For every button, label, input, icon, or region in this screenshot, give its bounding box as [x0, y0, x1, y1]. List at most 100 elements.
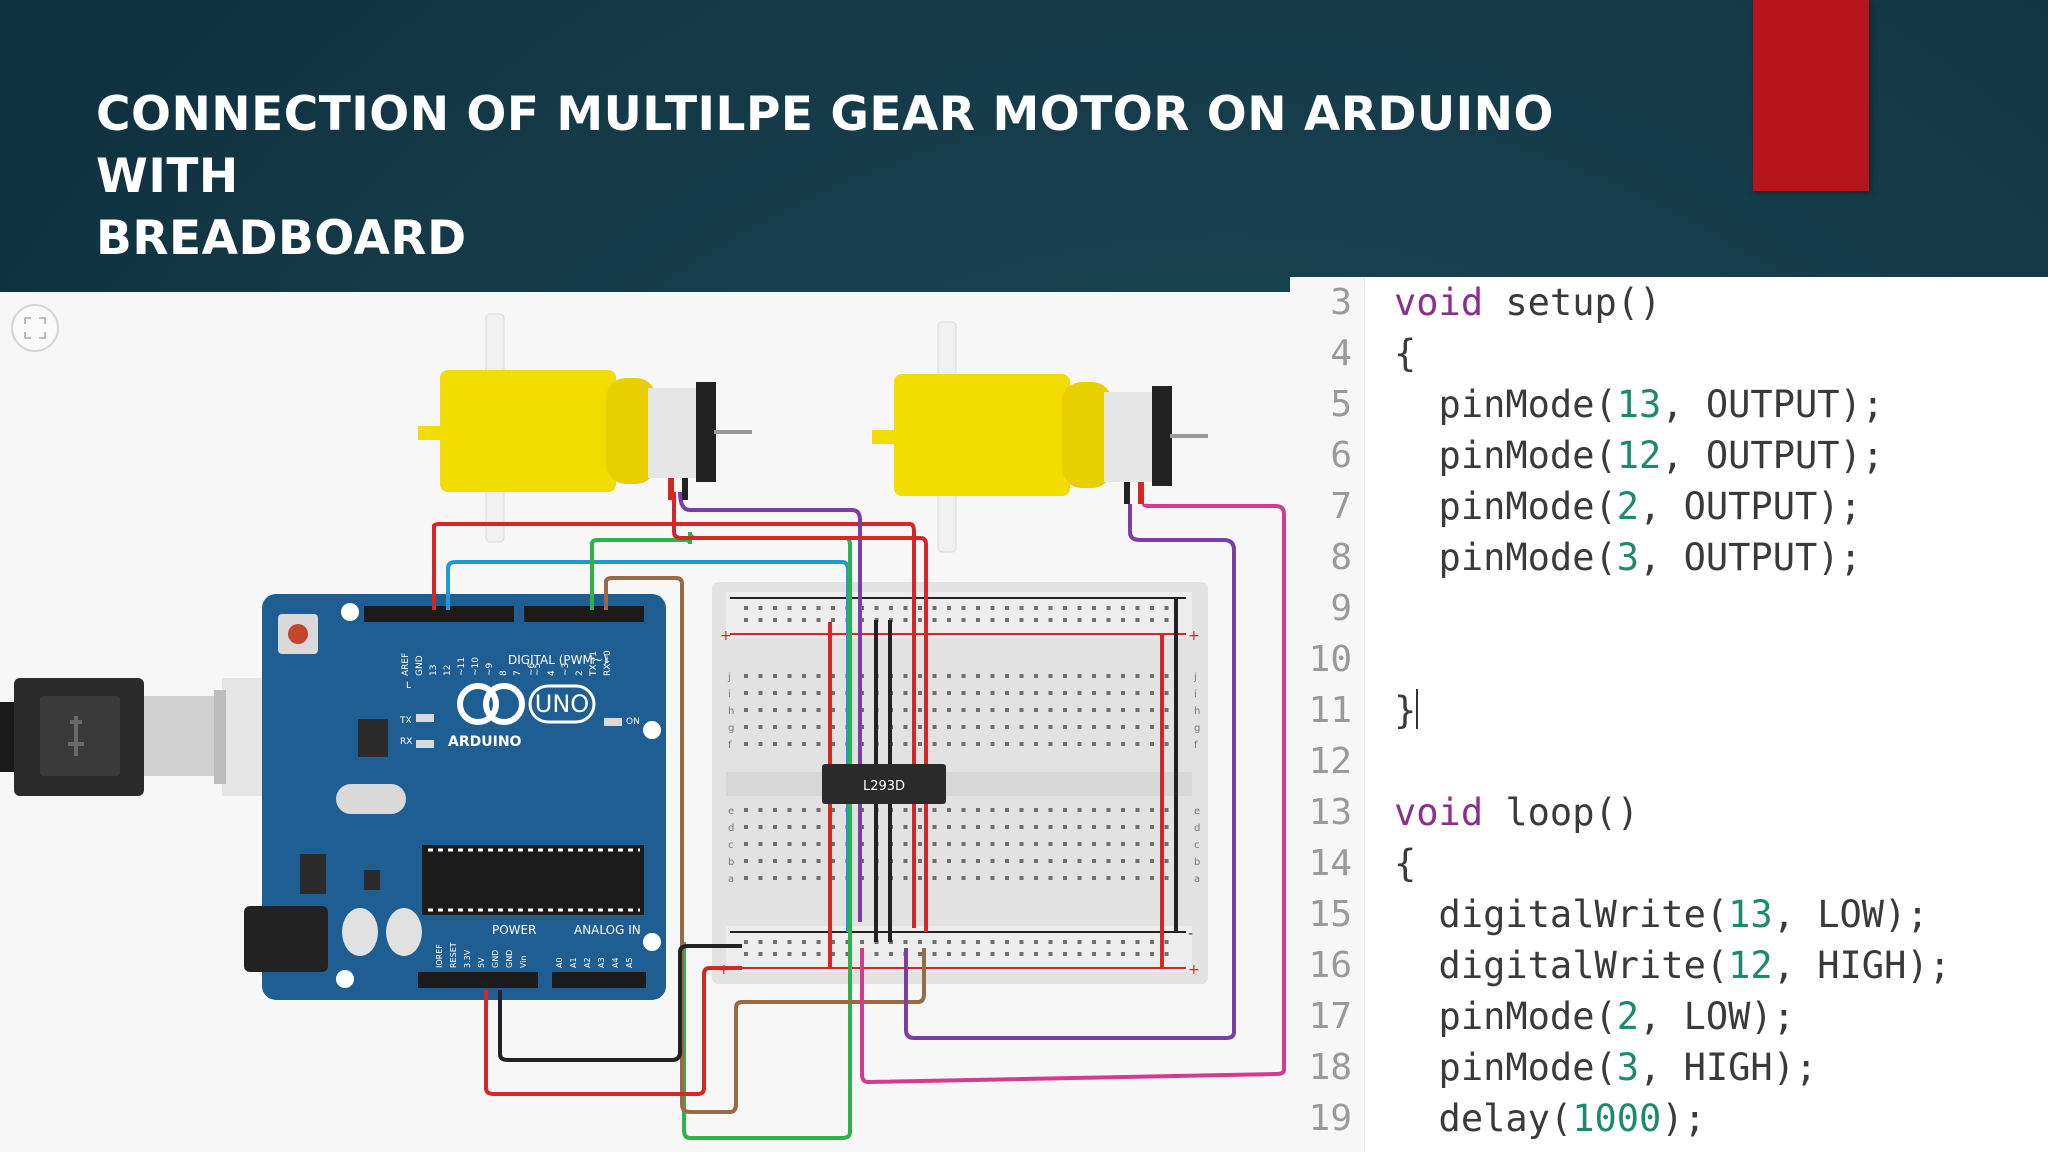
breadboard-hole [773, 606, 777, 610]
l-led-label: L [406, 681, 411, 691]
breadboard-hole [773, 674, 777, 678]
breadboard-hole [1019, 708, 1024, 712]
wires [432, 491, 1286, 1140]
breadboard-hole [1164, 708, 1169, 712]
breadboard-hole [1092, 859, 1096, 863]
breadboard-hole [961, 940, 966, 944]
breadboard-hole [1034, 825, 1038, 829]
gear-motor-right[interactable] [872, 321, 1208, 553]
breadboard-hole [1019, 618, 1024, 622]
breadboard-hole [874, 606, 879, 610]
code-token: , HIGH); [1639, 1046, 1818, 1089]
fullscreen-button[interactable] [11, 304, 59, 352]
breadboard-row-label: c [728, 840, 734, 851]
breadboard-hole [903, 606, 908, 610]
line-number: 9 [1330, 588, 1352, 629]
breadboard-hole [1121, 859, 1125, 863]
code-line: 15 digitalWrite(13, LOW); [1290, 889, 2048, 940]
breadboard-hole [1150, 808, 1154, 812]
breadboard-hole [758, 606, 763, 610]
breadboard-hole [1005, 825, 1009, 829]
breadboard-hole [1048, 825, 1053, 829]
breadboard-hole [1077, 808, 1082, 812]
breadboard-hole [787, 742, 792, 746]
code-token: delay( [1394, 1097, 1573, 1140]
breadboard-hole [1135, 691, 1140, 695]
breadboard-hole [1034, 691, 1038, 695]
code-line: 8 pinMode(3, OUTPUT); [1290, 532, 2048, 583]
breadboard-hole [1034, 708, 1038, 712]
breadboard-hole [961, 742, 966, 746]
breadboard-hole [1135, 742, 1140, 746]
breadboard-hole [787, 842, 792, 846]
breadboard-hole [758, 825, 763, 829]
breadboard-hole [1164, 940, 1169, 944]
digital-pin-label: 2 [575, 670, 585, 676]
digital-pin-label: ~11 [457, 657, 467, 676]
breadboard-hole [1106, 618, 1111, 622]
power-pin-label: Vin [519, 955, 528, 968]
circuit-canvas[interactable]: ARDUINO UNO DIGITAL (PWM~) POWER ANALOG … [0, 292, 1290, 1152]
breadboard-hole [1005, 859, 1009, 863]
breadboard-hole [1164, 725, 1169, 729]
breadboard-hole [961, 606, 966, 610]
line-number: 6 [1330, 435, 1352, 476]
breadboard-row-label: a [728, 874, 734, 885]
breadboard-hole [932, 618, 937, 622]
breadboard-row-label: d [728, 823, 734, 834]
breadboard-hole [918, 808, 922, 812]
breadboard-hole [990, 674, 995, 678]
breadboard-hole [831, 952, 835, 956]
breadboard-hole [903, 876, 908, 880]
title-line-2: BREADBOARD [96, 211, 467, 266]
breadboard-hole [1077, 606, 1082, 610]
breadboard-hole [1077, 876, 1082, 880]
l293d-chip[interactable]: L293D [822, 764, 946, 804]
breadboard-hole [1063, 606, 1067, 610]
breadboard-hole [1077, 940, 1082, 944]
breadboard-hole [802, 674, 806, 678]
breadboard-hole [1005, 691, 1009, 695]
gear-motor-left[interactable] [418, 313, 752, 543]
breadboard-hole [802, 859, 806, 863]
breadboard-hole [961, 725, 966, 729]
breadboard-hole [1106, 940, 1111, 944]
breadboard-hole [1063, 952, 1067, 956]
breadboard-row-label: a [1194, 874, 1200, 885]
rx-led-label: RX [400, 737, 412, 747]
code-number: 13 [1616, 383, 1662, 426]
line-number: 13 [1308, 792, 1352, 833]
breadboard-hole [976, 842, 980, 846]
breadboard-hole [1034, 940, 1038, 944]
code-text: void loop() [1394, 787, 1639, 838]
breadboard-hole [1092, 606, 1096, 610]
breadboard-hole [831, 708, 835, 712]
code-token: { [1394, 842, 1417, 885]
digital-pin-label: 13 [429, 665, 439, 676]
breadboard-hole [816, 859, 821, 863]
breadboard-hole [816, 940, 821, 944]
breadboard-hole [1034, 674, 1038, 678]
breadboard-row-label: i [1194, 689, 1197, 700]
breadboard-hole [802, 842, 806, 846]
breadboard-hole [1063, 876, 1067, 880]
breadboard-hole [976, 742, 980, 746]
breadboard-hole [1048, 842, 1053, 846]
breadboard-hole [1005, 708, 1009, 712]
breadboard-hole [918, 725, 922, 729]
breadboard-hole [976, 876, 980, 880]
breadboard-hole [831, 742, 835, 746]
breadboard-hole [787, 952, 792, 956]
breadboard-hole [802, 742, 806, 746]
breadboard-hole [918, 876, 922, 880]
breadboard-hole [1164, 618, 1169, 622]
analog-header-label: ANALOG IN [574, 923, 641, 937]
arduino-board[interactable]: ARDUINO UNO DIGITAL (PWM~) POWER ANALOG … [244, 594, 666, 1000]
analog-pin-label: A0 [555, 957, 564, 968]
breadboard-hole [1106, 825, 1111, 829]
breadboard-hole [773, 940, 777, 944]
breadboard-hole [1135, 606, 1140, 610]
